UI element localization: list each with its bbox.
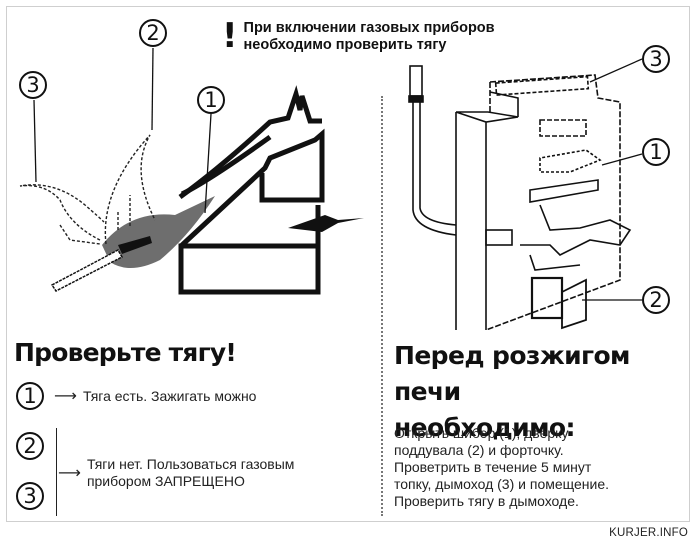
burner-assembly: [520, 179, 632, 256]
legend-marker-1: 1: [16, 382, 44, 410]
furnace-drawing: [178, 85, 325, 295]
step-line: Открыть шибер (1), дверку: [394, 425, 569, 441]
legend-marker-2: 2: [16, 432, 44, 460]
warning-text: При включении газовых приборов необходим…: [244, 20, 495, 54]
stove-label-3: 3: [642, 45, 670, 73]
ignition-steps: Открыть шибер (1), дверку поддувала (2) …: [394, 425, 609, 510]
leader-line-3: [33, 99, 37, 183]
match-head: [118, 236, 152, 254]
legend-bracket: [56, 428, 57, 516]
warning-banner: ! При включении газовых приборов необход…: [222, 16, 495, 56]
panel-separator: [381, 96, 383, 516]
gas-pipe: [412, 102, 457, 236]
chimney-damper: [494, 75, 590, 96]
before-ignition-heading: Перед розжигом печи необходимо:: [394, 341, 630, 442]
damper-1: [539, 149, 602, 173]
figure-label-1: 1: [197, 86, 225, 114]
draft-test-illustration: [19, 47, 364, 295]
arrow-icon: ⟶: [58, 465, 81, 482]
legend-text-no-draft: Тяги нет. Пользоваться газовым прибором …: [86, 456, 295, 489]
exclamation-icon: !: [222, 16, 238, 56]
step-line: Проветрить в течение 5 минут: [394, 459, 592, 475]
stove-illustration: [408, 58, 643, 330]
leader-line-1-right: [601, 153, 643, 166]
step-line: Проверить тягу в дымоходе.: [394, 493, 579, 509]
match-stick: [50, 248, 124, 292]
step-line: топку, дымоход (3) и помещение.: [394, 476, 610, 492]
gas-pipe-valve: [409, 65, 423, 97]
arrow-icon: ⟶: [54, 388, 77, 405]
source-credit: KURJER.INFO: [609, 527, 688, 539]
legend-text-draft-present: Тяга есть. Зажигать можно: [82, 387, 257, 404]
crack-line: [288, 215, 364, 232]
step-line: поддувала (2) и форточку.: [394, 442, 564, 458]
figure-label-3: 3: [19, 71, 47, 99]
figure-label-2: 2: [139, 19, 167, 47]
legend-marker-3: 3: [16, 482, 44, 510]
leader-line-3-right: [589, 58, 643, 83]
legend-item-no-draft: ⟶ Тяги нет. Пользоваться газовым приборо…: [56, 456, 294, 490]
stove-label-2: 2: [642, 286, 670, 314]
stove-body: [455, 111, 519, 330]
warning-line-2: необходимо проверить тягу: [243, 37, 447, 53]
smoke-plumes: [19, 134, 156, 245]
leader-line-2: [151, 47, 154, 131]
legend-item-draft-present: 1 ⟶ Тяга есть. Зажигать можно: [16, 382, 256, 410]
vent-slot-upper: [539, 119, 587, 137]
warning-line-1: При включении газовых приборов: [243, 20, 495, 36]
stove-label-1: 1: [642, 138, 670, 166]
check-draft-heading: Проверьте тягу!: [14, 338, 237, 367]
leader-line-1: [204, 113, 212, 214]
poster-frame: [6, 6, 690, 522]
supply-pipe: [485, 229, 513, 246]
